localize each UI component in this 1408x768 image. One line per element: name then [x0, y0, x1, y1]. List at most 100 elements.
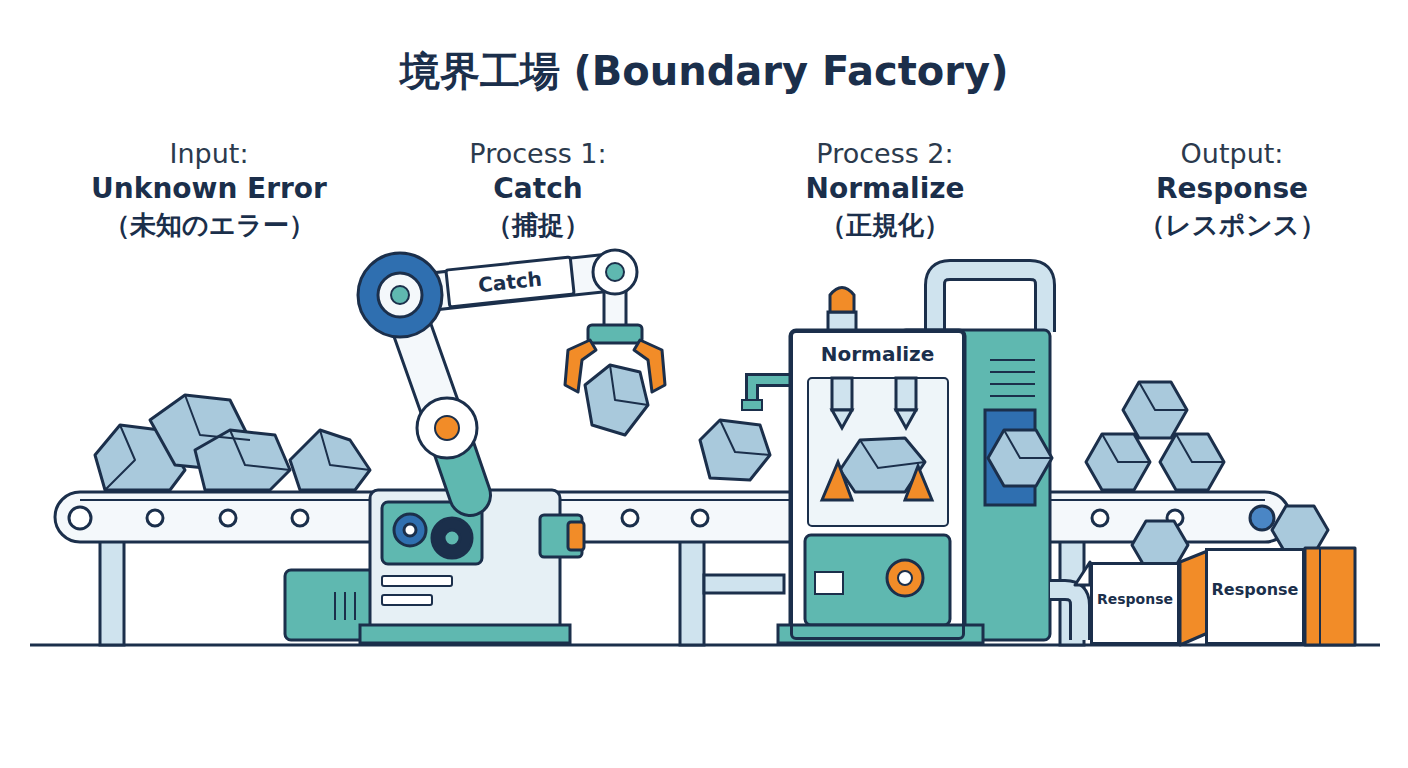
normalize-machine-part [990, 359, 1035, 361]
normalize-machine-part [898, 571, 912, 585]
response-crate: Response [1205, 548, 1305, 645]
normalize-machine-part [808, 378, 948, 526]
column-header-label: Process 1: [368, 138, 708, 169]
normalize-machine-part [832, 378, 852, 410]
conveyor-belt-part [55, 492, 1290, 542]
robot-base-part [394, 514, 426, 546]
column-header-label: （未知のエラー） [39, 208, 379, 243]
claw-rock-part [610, 365, 648, 405]
conveyor-legs-part [680, 540, 704, 645]
column-header-label: （捕捉） [368, 208, 708, 243]
normalize-machine-part [790, 330, 965, 640]
conveyor-belt-part-part [1250, 506, 1274, 530]
normalize-machine-part [990, 395, 1035, 397]
response-crystals [988, 382, 1328, 569]
unknown-error-rocks-part [700, 420, 770, 480]
normalize-machine-frame: Normalize [790, 330, 965, 640]
column-header-label: Catch [368, 172, 708, 205]
node-text: Response [1212, 581, 1299, 599]
node-text: Normalize [819, 343, 937, 366]
robot-arm-part [417, 398, 477, 458]
normalize-machine-part [1050, 590, 1080, 640]
conveyor-belt-part-part [292, 510, 308, 526]
response-crate-sides-part [1319, 548, 1321, 645]
robot-arm-part [588, 325, 642, 343]
normalize-machine-part [990, 383, 1035, 385]
conveyor-belt-part-part [220, 510, 236, 526]
normalize-machine-part [896, 410, 916, 428]
response-crate-sides-part [1075, 562, 1090, 585]
unknown-error-rocks-part [720, 420, 770, 455]
normalize-machine-part [742, 400, 762, 410]
normalize-machine-part [935, 270, 1045, 332]
node-text: Response [1097, 591, 1173, 607]
response-crate-sides-part [1305, 548, 1355, 645]
robot-arm-part [435, 416, 459, 440]
response-crystals-part [1004, 430, 1052, 458]
normalize-machine-part [822, 462, 852, 500]
normalize-machine-part [860, 440, 925, 468]
robot-base-part [444, 530, 460, 546]
conveyor-belt-part-part [1092, 510, 1108, 526]
column-header-label: （正規化） [715, 208, 1055, 243]
normalize-machine-part [778, 625, 983, 643]
response-crystals-part [1123, 382, 1187, 438]
robot-base [285, 490, 584, 643]
conveyor-legs-part [704, 575, 784, 593]
robot-base-part [344, 592, 346, 620]
unknown-error-rocks-part [105, 425, 135, 490]
conveyor-belt-part-part [69, 507, 91, 529]
normalize-machine-part [935, 270, 1045, 332]
normalize-machine-part [815, 572, 843, 594]
normalize-machine-part [805, 535, 950, 625]
robot-arm-part [358, 253, 442, 337]
robot-base-part [354, 592, 356, 620]
catch-arm-label: Catch [444, 255, 575, 308]
robot-arm-part [378, 273, 422, 317]
normalize-machine-part [752, 380, 792, 402]
claw-rock-part [585, 365, 648, 435]
conveyor-belt-part-part [622, 510, 638, 526]
unknown-error-rocks [95, 395, 770, 490]
normalize-machine-part [832, 410, 852, 428]
column-header-label: Unknown Error [39, 172, 379, 205]
unknown-error-rocks-part [185, 395, 250, 440]
response-crystals-part [1086, 434, 1150, 490]
response-crystals-part [1176, 434, 1224, 462]
unknown-error-rocks-part [320, 430, 370, 470]
normalize-machine-part [990, 371, 1035, 373]
normalize-machine-part [752, 380, 792, 402]
conveyor-belt [55, 492, 1290, 542]
normalize-machine-part [830, 288, 854, 313]
node-text: Catch [477, 267, 543, 297]
robot-base-part [432, 518, 472, 558]
response-crystals-part [1102, 434, 1150, 462]
response-crate-sides [1075, 548, 1355, 645]
robot-base-part [382, 595, 432, 605]
robot-base-part [568, 522, 584, 550]
robot-base-part [334, 592, 336, 620]
normalize-machine-part [828, 312, 856, 330]
robot-arm-part [391, 286, 409, 304]
column-header-label: （レスポンス） [1062, 208, 1402, 243]
claw-rock [565, 340, 665, 435]
response-crystals-part [1160, 434, 1224, 490]
column-header-label: Response [1062, 172, 1402, 205]
conveyor-belt-part-part [147, 510, 163, 526]
response-crate: Response [1090, 562, 1180, 645]
column-header-label: Process 2: [715, 138, 1055, 169]
normalize-machine-part [887, 560, 923, 596]
robot-base-part [382, 576, 452, 586]
robot-base-part [404, 524, 416, 536]
conveyor-belt-part [69, 506, 1274, 530]
column-header-label: Input: [39, 138, 379, 169]
unknown-error-rocks-part [290, 430, 370, 490]
response-crystals-part [1139, 382, 1187, 410]
robot-arm-part [606, 263, 624, 281]
conveyor-belt-part-part [692, 510, 708, 526]
normalize-machine-part [1050, 590, 1080, 640]
claw-rock-part [634, 340, 665, 392]
